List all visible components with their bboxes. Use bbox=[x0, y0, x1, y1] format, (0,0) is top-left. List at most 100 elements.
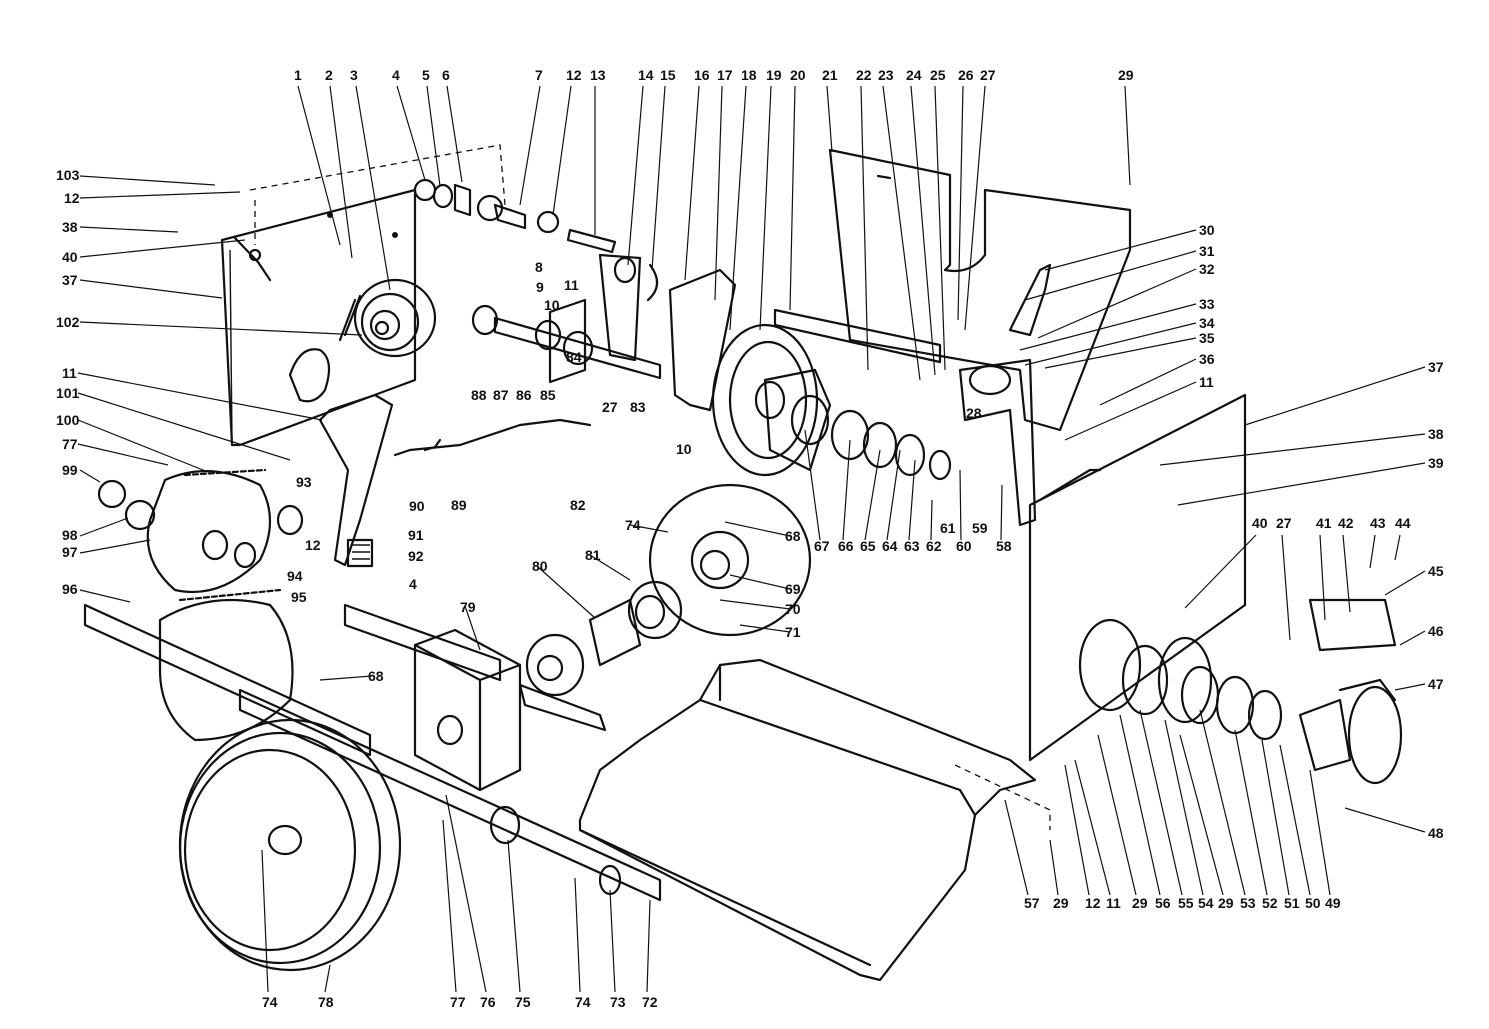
callout-numbers: 1 2 3 4 5 6 7 12 13 14 15 16 17 18 19 20… bbox=[56, 67, 1444, 1010]
callout-31: 31 bbox=[1199, 243, 1215, 259]
callout-30: 30 bbox=[1199, 222, 1215, 238]
leader-line bbox=[79, 469, 101, 483]
callout-24: 24 bbox=[906, 67, 922, 83]
callout-72: 72 bbox=[642, 994, 658, 1010]
leader-line bbox=[684, 85, 700, 281]
chain-sprockets bbox=[97, 468, 304, 742]
leader-line bbox=[79, 321, 363, 336]
callout-8: 8 bbox=[535, 259, 543, 275]
callout-16: 16 bbox=[694, 67, 710, 83]
leader-line bbox=[77, 392, 291, 461]
leader-line bbox=[519, 85, 541, 206]
callout-86: 86 bbox=[516, 387, 532, 403]
leader-line bbox=[842, 439, 851, 541]
leader-line bbox=[957, 85, 964, 321]
callout-55: 55 bbox=[1178, 895, 1194, 911]
callout-38: 38 bbox=[1428, 426, 1444, 442]
callout-1: 1 bbox=[294, 67, 302, 83]
dashed-guide-bottom bbox=[954, 764, 1051, 830]
callout-81: 81 bbox=[585, 547, 601, 563]
callout-77: 77 bbox=[450, 994, 466, 1010]
callout-28: 28 bbox=[966, 405, 982, 421]
leader-line bbox=[1064, 764, 1090, 896]
callout-42: 42 bbox=[1338, 515, 1354, 531]
spring-left bbox=[338, 294, 362, 342]
callout-39: 39 bbox=[1428, 455, 1444, 471]
parts-drawing bbox=[83, 144, 1403, 982]
leader-line bbox=[651, 85, 666, 271]
callout-7: 7 bbox=[535, 67, 543, 83]
callout-82: 82 bbox=[570, 497, 586, 513]
callout-63: 63 bbox=[904, 538, 920, 554]
leader-line bbox=[1044, 229, 1197, 271]
callout-69: 69 bbox=[785, 581, 801, 597]
linkage-rod bbox=[393, 418, 592, 457]
callout-52: 52 bbox=[1262, 895, 1278, 911]
callout-51: 51 bbox=[1284, 895, 1300, 911]
callout-77: 77 bbox=[62, 436, 78, 452]
leader-line bbox=[79, 589, 131, 603]
friction-wheel bbox=[711, 323, 819, 477]
leader-line bbox=[1199, 709, 1246, 896]
callout-40: 40 bbox=[1252, 515, 1268, 531]
callout-46: 46 bbox=[1428, 623, 1444, 639]
callout-93: 93 bbox=[296, 474, 312, 490]
leader-line bbox=[79, 191, 241, 199]
callout-12: 12 bbox=[1085, 895, 1101, 911]
leader-line bbox=[324, 964, 331, 993]
leader-line bbox=[627, 85, 644, 266]
leader-line bbox=[1139, 709, 1183, 896]
callout-44: 44 bbox=[1395, 515, 1411, 531]
callout-27: 27 bbox=[602, 399, 618, 415]
callout-50: 50 bbox=[1305, 895, 1321, 911]
top-lever bbox=[1008, 263, 1052, 337]
callout-19: 19 bbox=[766, 67, 782, 83]
leader-line bbox=[609, 889, 616, 993]
leader-line bbox=[1097, 734, 1137, 896]
callout-74: 74 bbox=[625, 517, 641, 533]
leader-line bbox=[552, 85, 572, 216]
leader-line bbox=[964, 85, 986, 331]
middle-shaft-assembly bbox=[471, 298, 662, 384]
leader-line bbox=[79, 539, 151, 554]
callout-13: 13 bbox=[590, 67, 606, 83]
leader-line bbox=[1037, 268, 1197, 339]
callout-6: 6 bbox=[442, 67, 450, 83]
leader-line bbox=[886, 449, 901, 541]
callout-87: 87 bbox=[493, 387, 509, 403]
callout-12: 12 bbox=[305, 537, 321, 553]
callout-89: 89 bbox=[451, 497, 467, 513]
callout-100: 100 bbox=[56, 412, 80, 428]
callout-41: 41 bbox=[1316, 515, 1332, 531]
callout-5: 5 bbox=[422, 67, 430, 83]
leader-line bbox=[860, 85, 869, 371]
leader-line bbox=[882, 85, 921, 381]
leader-line bbox=[719, 599, 791, 610]
leader-line bbox=[574, 877, 581, 993]
leader-line bbox=[1394, 683, 1426, 691]
leader-line bbox=[442, 819, 457, 993]
callout-103: 103 bbox=[56, 167, 80, 183]
callout-4: 4 bbox=[392, 67, 400, 83]
callout-54: 54 bbox=[1198, 895, 1214, 911]
leader-line bbox=[714, 85, 723, 301]
callout-40: 40 bbox=[62, 249, 78, 265]
callout-66: 66 bbox=[838, 538, 854, 554]
leader-line bbox=[1261, 739, 1290, 896]
leader-line bbox=[1044, 337, 1197, 369]
leader-line bbox=[507, 839, 521, 993]
linkage-rod-end bbox=[423, 438, 442, 452]
callout-37: 37 bbox=[1428, 359, 1444, 375]
leader-line bbox=[1074, 759, 1111, 896]
leader-line bbox=[1019, 303, 1197, 351]
flange-coupling bbox=[525, 580, 683, 697]
leader-line bbox=[589, 554, 631, 581]
callout-32: 32 bbox=[1199, 261, 1215, 277]
leader-line bbox=[908, 459, 916, 541]
control-lever bbox=[318, 393, 394, 568]
callout-83: 83 bbox=[630, 399, 646, 415]
callout-10: 10 bbox=[544, 297, 560, 313]
leader-line bbox=[789, 85, 796, 311]
callout-80: 80 bbox=[532, 558, 548, 574]
